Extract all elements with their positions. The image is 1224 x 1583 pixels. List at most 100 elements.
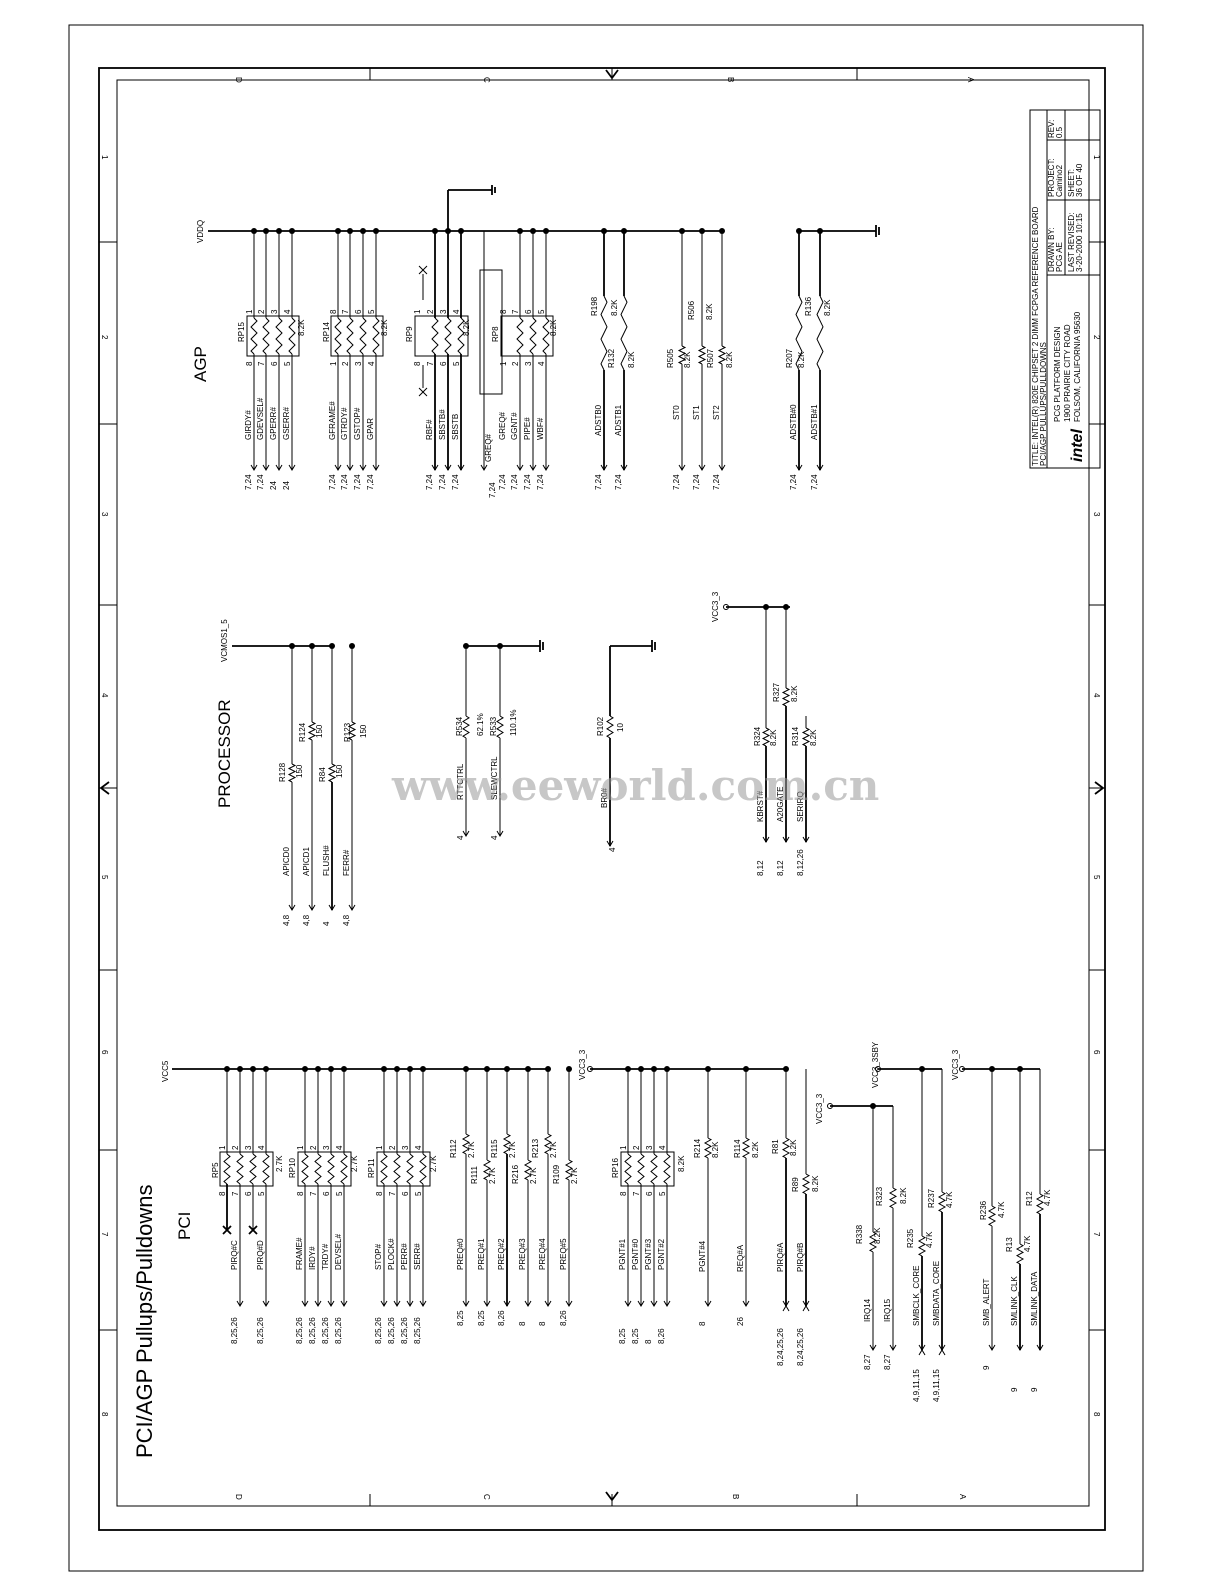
resistor-symbol [868,1231,878,1253]
rp11-pin-bottom: 5 [414,1191,423,1196]
rp9-net-0: RBF# [425,419,434,440]
rp15-value: 8.2K [297,319,306,336]
pci-pullup-drops [222,1066,1045,1356]
vddq-rail-ground-tap [447,185,496,231]
smb-net-0: SMBCLK_CORE [912,1266,921,1326]
preq-ref-2: 8,26 [497,1310,506,1326]
r507-ref: R507 [706,348,715,368]
rp16-net-3: PGNT#2 [657,1238,666,1270]
resistor-symbol [542,317,550,355]
watermark: www.eeworld.com.cn [391,761,879,810]
r533-value: 110.1% [509,709,518,736]
zone-B-top: B [726,77,735,82]
zone-numbers-left: 1 2 3 4 5 6 7 8 1 2 3 4 5 6 7 8 [100,155,1101,1417]
resistor-symbol [301,1153,309,1185]
resistor-symbol [359,317,367,355]
misc-ref-0: 8 [698,1321,707,1326]
apic-ref-0: 4,8 [282,914,291,926]
off-page-arrow [480,464,488,471]
section-pci: PCI [175,1212,194,1240]
r235-ref: R235 [906,1228,915,1248]
rp14-pin-top: 7 [341,309,350,314]
rp11-pin-bottom: 8 [375,1191,384,1196]
company-line1: PCG PLATFORM DESIGN [1053,326,1062,422]
r207-ref: R207 [785,348,794,368]
adstbn-ref-0: 7,24 [789,474,798,490]
rp11-ref-3: 8,25,26 [413,1317,422,1344]
resistor-symbol [1015,1243,1025,1265]
r507-value: 8.2K [725,351,734,368]
off-page-arrow [889,1344,897,1351]
rp9-ref-0: 7,24 [425,474,434,490]
preq-net-2: PREQ#2 [497,1238,506,1270]
zone-6-left: 6 [100,1050,109,1055]
st-ref-2: 7,24 [712,474,721,490]
resistor-symbol [717,345,727,365]
off-page-arrow [663,1300,671,1307]
r132-value: 8.2K [627,351,636,368]
rp16-pin-bottom: 6 [645,1191,654,1196]
r123-value: 150 [359,724,368,738]
resistor-symbol [372,317,380,355]
resistor-symbol [457,317,465,355]
zone-2-right: 2 [1092,335,1101,340]
irq-net-1: IRQ15 [883,1298,892,1322]
preq-ref-3: 8 [518,1321,527,1326]
r324-ref: R324 [753,726,762,746]
rp5-pin-bottom: 5 [257,1191,266,1196]
off-page-arrow [698,464,706,471]
off-page-arrow [988,1344,996,1351]
misc-ref-1: 26 [736,1317,745,1326]
apic-ref-1: 4,8 [302,914,311,926]
r102-ref: R102 [596,716,605,736]
resistor-symbol [761,727,771,747]
off-page-arrow [496,830,504,837]
company-line2: 1900 PRAIRIE CITY ROAD [1063,324,1072,422]
rp10-ref-1: 8,25,26 [308,1317,317,1344]
br0-net: BR0# [600,787,609,808]
r338-ref: R338 [855,1224,864,1244]
rp10-box [297,1151,352,1187]
rp10-pin-bottom: 8 [296,1191,305,1196]
rp15-ref-0: 7,24 [244,474,253,490]
off-page-arrow [431,464,439,471]
drawing-border [116,79,1090,1507]
off-page-arrow [782,836,790,843]
smlink-ref-2: 9 [1030,1387,1039,1392]
rp14-ref-1: 7,24 [340,474,349,490]
resistor-symbol [340,1153,348,1185]
r236-ref: R236 [979,1200,988,1220]
zone-letters-top: D C B A D C B A [234,77,975,1500]
off-page-arrow [1016,1344,1024,1351]
r207-value: 8.2K [797,351,806,368]
zone-C-top: C [482,77,491,83]
off-page-arrow [795,464,803,471]
r136-ref: R136 [804,296,813,316]
r534-ref: R534 [455,716,464,736]
r327-ref: R327 [772,682,781,702]
rp9-net-1: SBSTB# [438,409,447,440]
rev: 0.5 [1055,126,1064,138]
r505-value: 8.2K [683,351,692,368]
rp14-box [330,315,384,357]
rp10-pin-top: 4 [335,1145,344,1150]
resistor-symbol [406,1153,414,1185]
rp8-pin-bottom: 2 [511,361,520,366]
preq-res-ref-2: R115 [490,1139,499,1158]
resistor-symbol [496,715,504,739]
rp14-pin-bottom: 4 [367,361,376,366]
resistor-symbol [431,317,439,355]
rp8-ref-3: 7,24 [536,474,545,490]
rp10-net-1: IRDY# [308,1246,317,1270]
off-page-arrow [346,464,354,471]
r12-value: 4.7K [1043,1189,1052,1206]
inner-border [98,67,1106,1531]
off-page-arrow [620,464,628,471]
rp16-pin-top: 4 [658,1145,667,1150]
rp11-pin-top: 3 [401,1145,410,1150]
r323-ref: R323 [875,1186,884,1206]
misc-net-3: PIRQ#B [796,1243,805,1272]
zone-2-left: 2 [100,335,109,340]
rp15-pin-top: 2 [257,309,266,314]
off-page-arrow [869,1344,877,1351]
